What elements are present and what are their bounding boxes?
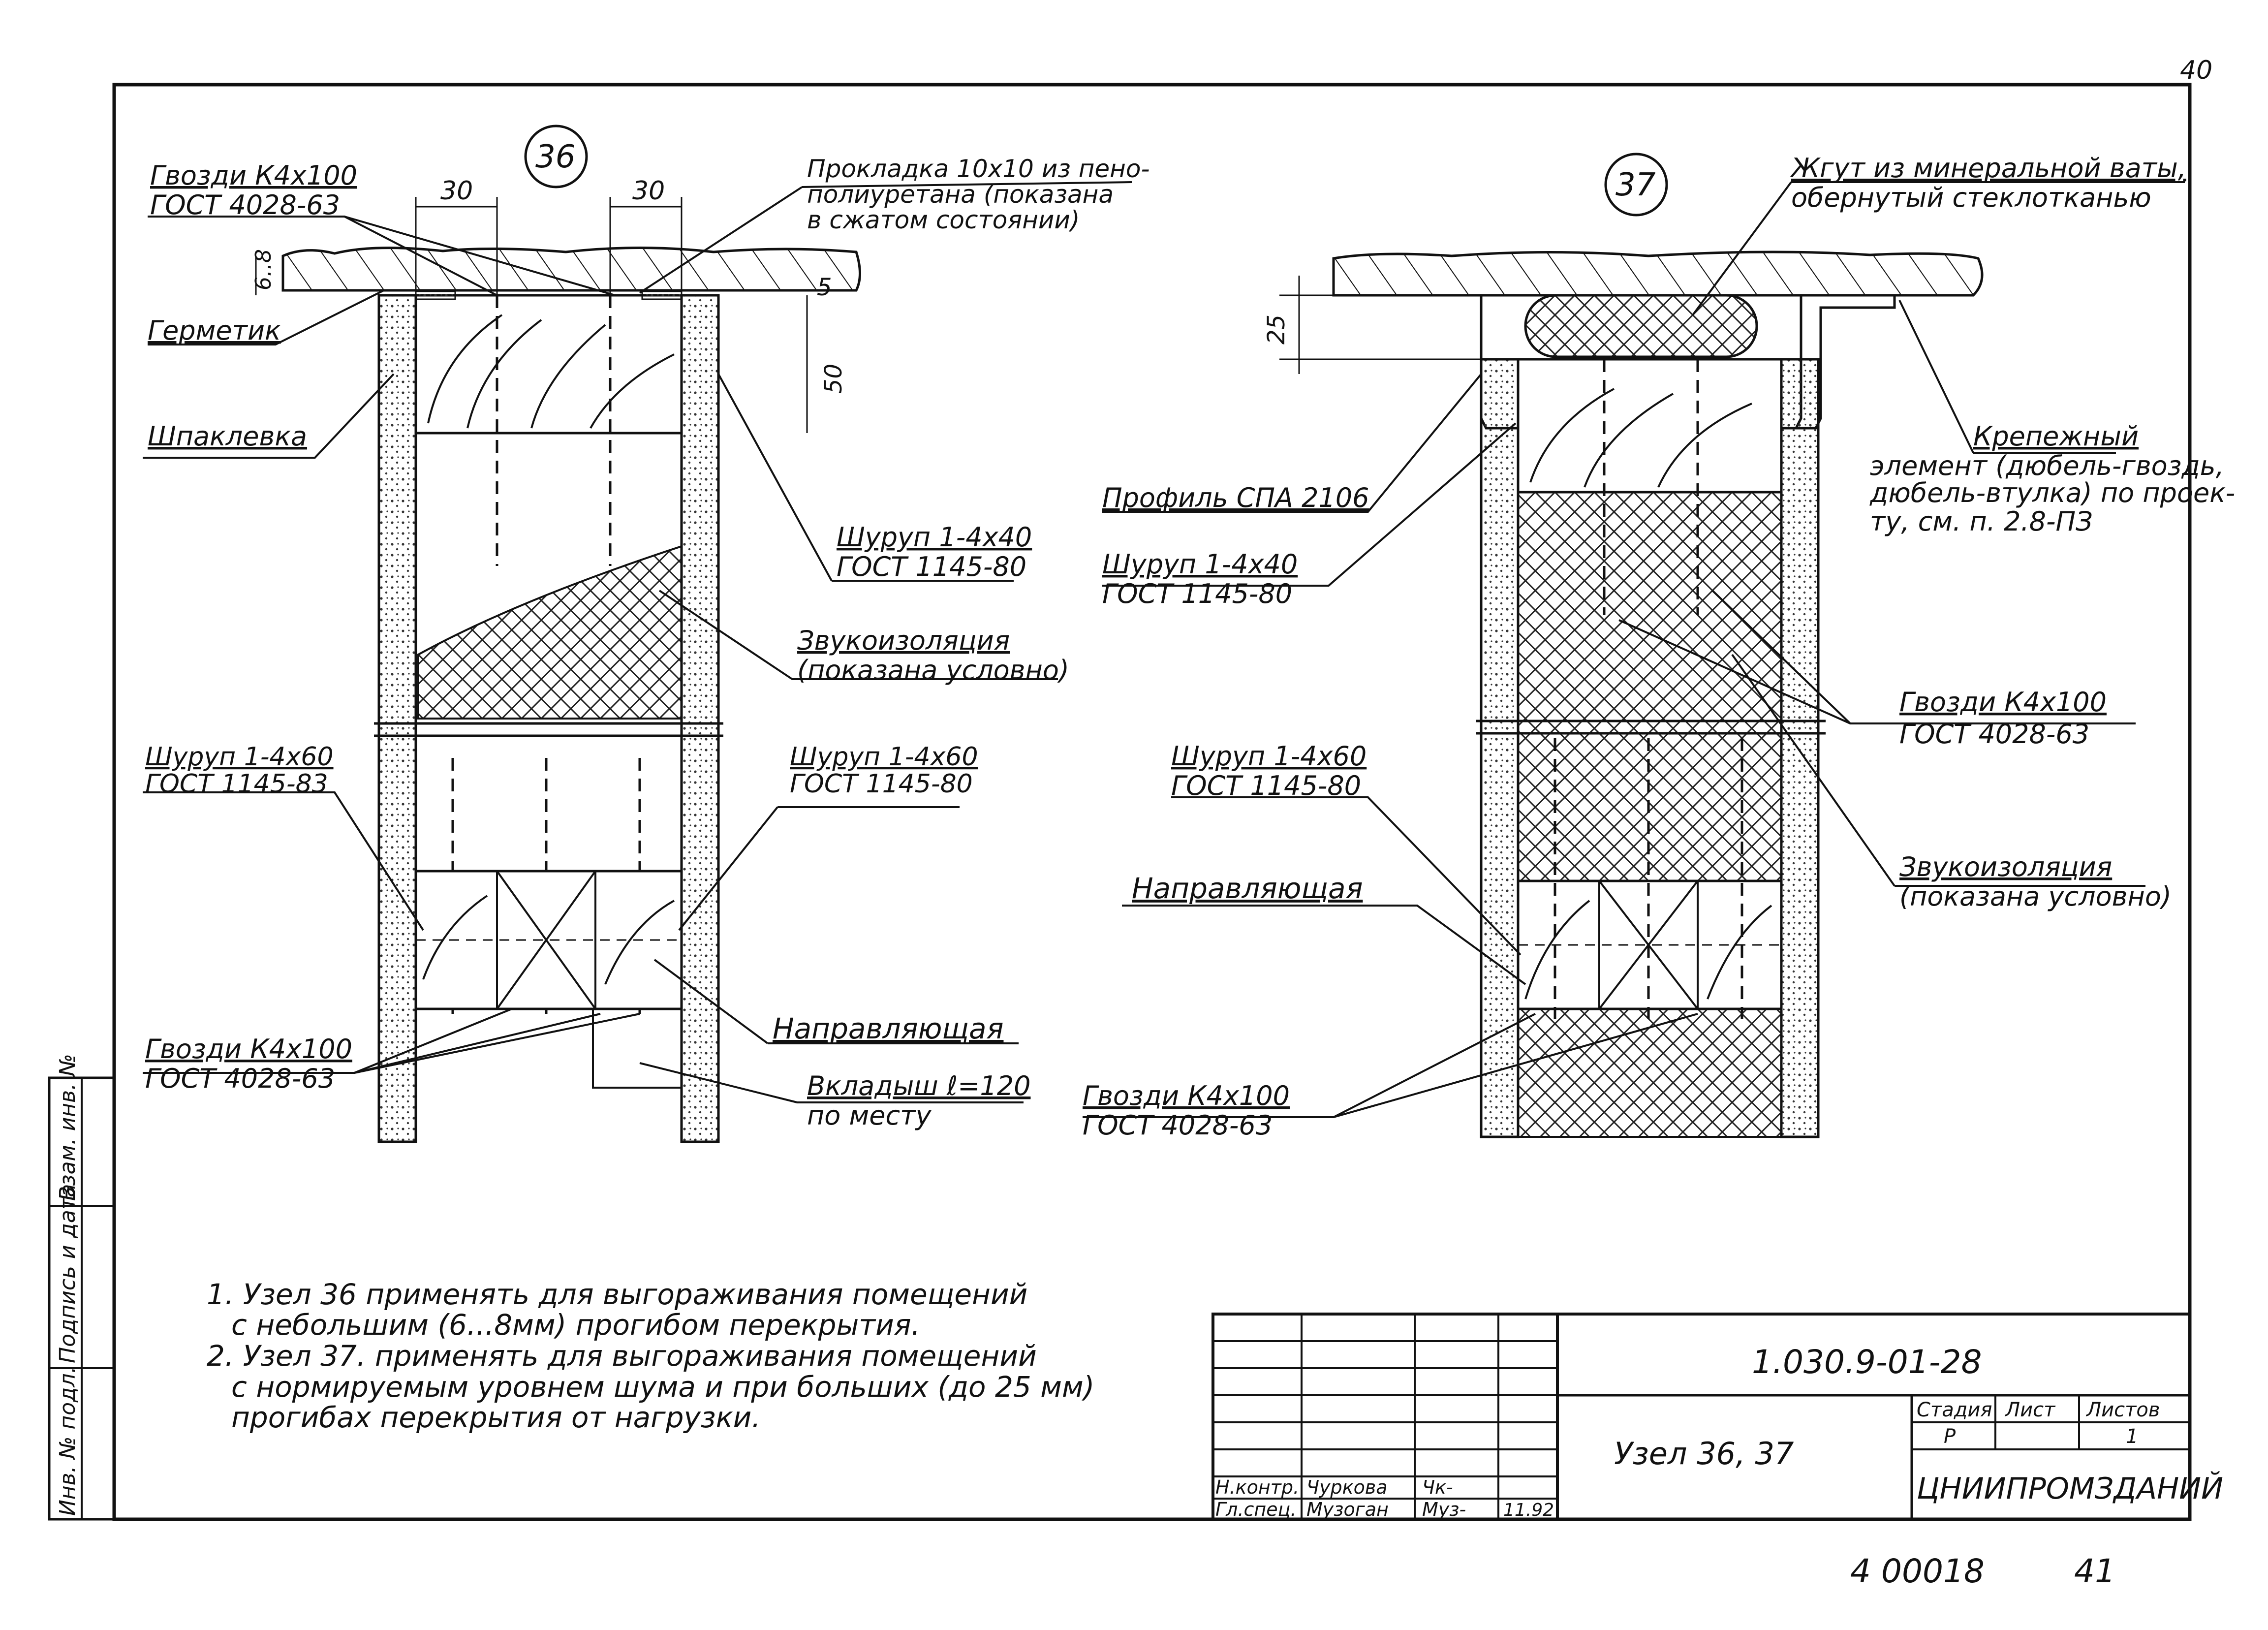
insert-36 <box>592 1008 683 1089</box>
label-tow-37: Жгут из минеральной ваты, обернутый стек… <box>1790 153 2195 213</box>
label-screw60-left-36: Шуруп 1-4х60 ГОСТ 1145-83 <box>145 742 342 799</box>
label-insert-36: Вкладыш ℓ=120 по месту <box>807 1070 1039 1131</box>
top-bar <box>414 294 683 435</box>
frame-border <box>112 83 2192 1521</box>
page-number-top: 40 <box>2180 56 2212 85</box>
sound-insulation-36 <box>417 545 683 720</box>
label-nails-right-37: Гвозди К4х100 ГОСТ 4028-63 <box>1899 687 2115 750</box>
label-screw40-36: Шуруп 1-4х40 ГОСТ 1145-80 <box>837 522 1040 582</box>
wool-tow-37 <box>1524 294 1758 358</box>
stud-right-37 <box>1780 358 1820 1138</box>
dim-30-left: 30 <box>440 176 473 206</box>
date: 11.92 <box>1503 1500 1554 1520</box>
floor-slab-37 <box>1332 251 1984 297</box>
floor-slab <box>281 247 861 292</box>
stamp-replace-inv: Взам. инв. № <box>55 1054 80 1201</box>
node-36-drawing: 36 <box>143 125 1157 1143</box>
label-fastener-37: Крепежный элемент (дюбель-гвоздь, дюбель… <box>1869 421 2243 537</box>
row1-role: Н.контр. <box>1215 1476 1299 1498</box>
stamp-inv: Инв. № подл. <box>55 1366 80 1516</box>
label-nails-bottom-37: Гвозди К4х100 ГОСТ 4028-63 <box>1083 1080 1298 1141</box>
stud-right <box>680 294 720 1143</box>
stamp-sign-date: Подпись и дата <box>55 1184 80 1363</box>
label-screw40-37: Шуруп 1-4х40 ГОСТ 1145-80 <box>1102 549 1306 609</box>
label-nails-bottom-36: Гвозди К4х100 ГОСТ 4028-63 <box>145 1034 361 1094</box>
label-guide-37: Направляющая <box>1132 872 1363 905</box>
row2-name: Музоган <box>1306 1499 1389 1520</box>
doc-code: 1.030.9-01-28 <box>1752 1343 1982 1381</box>
row2-sign: Муз- <box>1422 1499 1466 1520</box>
sound-insulation-37 <box>1517 491 1782 1138</box>
side-stamp: Инв. № подл. Подпись и дата Взам. инв. № <box>48 1054 116 1521</box>
stage-value: Р <box>1944 1425 1956 1448</box>
node-36-marker: 36 <box>535 139 575 175</box>
node-37-marker: 37 <box>1616 167 1656 203</box>
organization: ЦНИИПРОМЗДАНИЙ <box>1917 1471 2223 1506</box>
dim-25: 25 <box>1263 314 1290 345</box>
label-screw60-right-36: Шуруп 1-4х60 ГОСТ 1145-80 <box>790 742 986 799</box>
dim-5: 5 <box>817 274 832 301</box>
label-guide-36: Направляющая <box>773 1012 1003 1045</box>
label-profile-37: Профиль СПА 2106 <box>1102 482 1369 513</box>
label-sealant-36: Герметик <box>148 315 281 346</box>
row1-name: Чуркова <box>1306 1476 1388 1498</box>
sheets-value: 1 <box>2126 1425 2138 1448</box>
label-sound-36: Звукоизоляция (показана условно) <box>797 625 1069 686</box>
stud-left-37 <box>1480 358 1520 1138</box>
node-37-marker-circle <box>1604 153 1668 217</box>
dim-30-right: 30 <box>632 176 665 206</box>
node-37-drawing: 37 25 <box>1083 153 2243 1141</box>
notes: 1. Узел 36 применять для выгораживания п… <box>207 1278 1104 1434</box>
label-screw60-37: Шуруп 1-4х60 ГОСТ 1145-80 <box>1171 741 1375 801</box>
label-sound-37: Звукоизоляция (показана условно) <box>1899 851 2172 912</box>
label-gasket-36: Прокладка 10х10 из пено- полиуретана (по… <box>807 155 1157 234</box>
title-block <box>1212 1313 2191 1521</box>
archive-code: 4 00018 <box>1850 1552 1985 1590</box>
doc-title: Узел 36, 37 <box>1614 1436 1794 1472</box>
dim-6-8: 6..8 <box>251 249 276 290</box>
label-nails-top-36: Гвозди К4х100 ГОСТ 4028-63 <box>150 160 366 220</box>
row1-sign: Чк- <box>1422 1476 1453 1498</box>
stud-left <box>377 294 417 1143</box>
dim-50: 50 <box>820 364 847 394</box>
node-36-marker-circle <box>524 125 588 188</box>
page-number-bottom: 41 <box>2074 1552 2115 1590</box>
sheets-header: Листов <box>2085 1399 2160 1421</box>
stage-header: Стадия <box>1917 1399 1992 1421</box>
label-putty-36: Шпаклевка <box>148 421 307 452</box>
row2-role: Гл.спец. <box>1215 1499 1297 1520</box>
sheet-header: Лист <box>2004 1399 2056 1421</box>
